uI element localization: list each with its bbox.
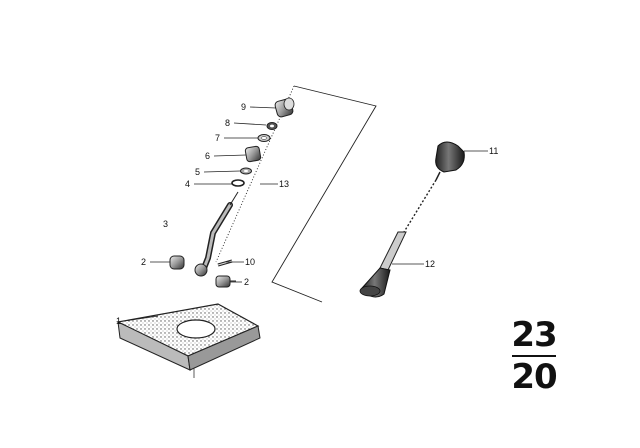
callout-3: 3 (163, 219, 168, 229)
callouts: 1 2 2 3 4 5 6 7 8 9 10 11 12 13 (116, 102, 498, 326)
part-8-ring (266, 122, 278, 130)
reference-divider (512, 355, 556, 357)
part-2-bushing-left (169, 255, 185, 270)
callout-12: 12 (425, 259, 435, 269)
callout-11: 11 (489, 146, 498, 156)
callout-6: 6 (205, 151, 210, 161)
callout-4: 4 (185, 179, 190, 189)
callout-2-right: 2 (244, 277, 249, 287)
part-2-bushing-right (215, 275, 236, 288)
callout-13: 13 (279, 179, 289, 189)
callout-7: 7 (215, 133, 220, 143)
part-4-circlip (231, 179, 245, 187)
callout-1: 1 (116, 316, 121, 326)
callout-5: 5 (195, 167, 200, 177)
part-11-gear-knob (435, 141, 465, 181)
reference-group-number: 23 (511, 315, 557, 355)
part-5-ring (240, 167, 252, 175)
shift-lever-lower (194, 191, 239, 277)
callout-9: 9 (241, 102, 246, 112)
leader-lines (123, 106, 488, 322)
callout-10: 10 (245, 257, 255, 267)
assembly-outline (215, 85, 377, 303)
part-12-shift-lever-upper (359, 179, 437, 298)
reference-subgroup-number: 20 (511, 357, 557, 397)
callout-8: 8 (225, 118, 230, 128)
part-9-bushing-housing (274, 97, 295, 118)
callout-2-left: 2 (141, 257, 146, 267)
part-6-sleeve (244, 145, 262, 163)
floor-plate (116, 303, 261, 378)
part-7-washer (257, 134, 271, 142)
